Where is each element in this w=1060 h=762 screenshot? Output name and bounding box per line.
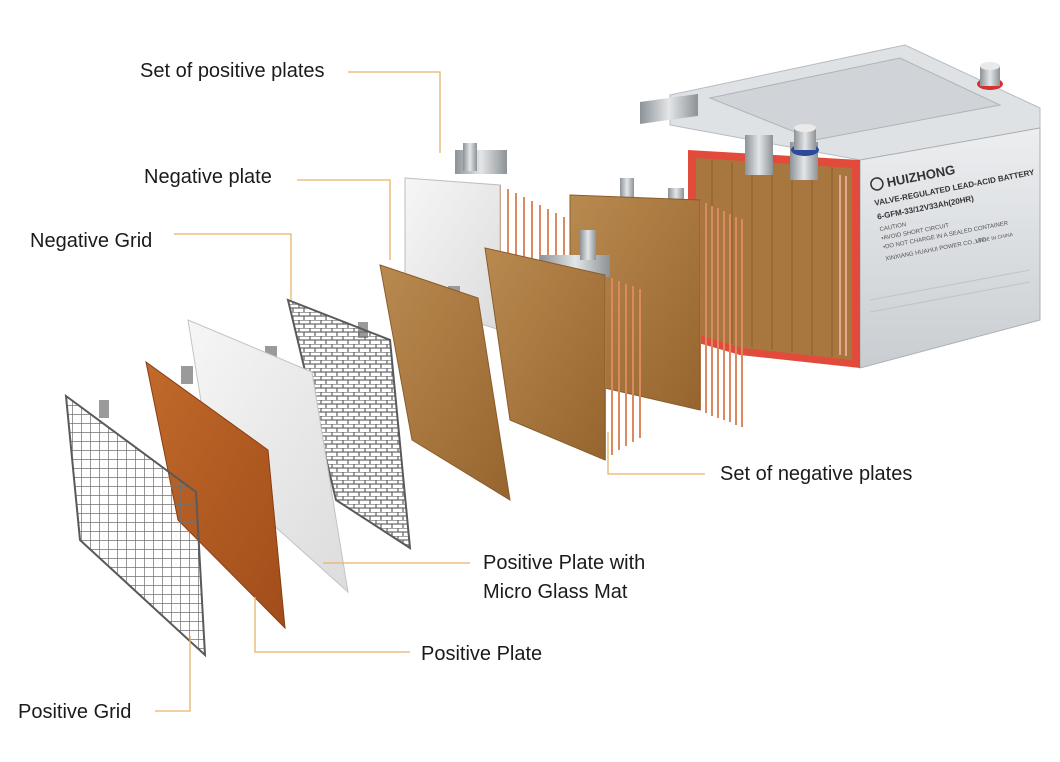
positive-grid bbox=[64, 393, 207, 658]
battery: HUIZHONG VALVE-REGULATED LEAD-ACID BATTE… bbox=[669, 44, 1041, 369]
leader-set-positive bbox=[348, 71, 441, 153]
label-positive-grid: Positive Grid bbox=[18, 701, 132, 723]
battery-caution: CAUTION bbox=[879, 222, 907, 233]
positive-terminal bbox=[977, 62, 1003, 90]
label-set-of-positive-plates: Set of positive plates bbox=[140, 60, 325, 82]
leader-positive-plate bbox=[254, 597, 410, 653]
negative-plate-set-front bbox=[484, 230, 641, 461]
leader-negative-grid bbox=[174, 233, 292, 300]
label-positive-plate-with-mat-line2: Micro Glass Mat bbox=[483, 581, 628, 603]
negative-terminal bbox=[791, 124, 819, 156]
label-set-of-negative-plates: Set of negative plates bbox=[720, 463, 913, 485]
negative-plate bbox=[379, 264, 511, 501]
label-positive-plate-with-mat-line1: Positive Plate with bbox=[483, 552, 646, 574]
leader-positive-grid bbox=[155, 636, 191, 712]
positive-plate-set-strap bbox=[455, 143, 507, 174]
label-positive-plate: Positive Plate bbox=[421, 643, 543, 665]
positive-plate bbox=[145, 360, 286, 630]
leader-set-negative bbox=[607, 432, 705, 475]
leader-negative-plate bbox=[297, 179, 391, 260]
label-negative-plate: Negative plate bbox=[144, 166, 272, 188]
label-positive-plate-with-mat: Positive Plate with Micro Glass Mat bbox=[483, 549, 645, 607]
leader-lines bbox=[155, 71, 705, 712]
label-negative-grid: Negative Grid bbox=[30, 230, 153, 252]
